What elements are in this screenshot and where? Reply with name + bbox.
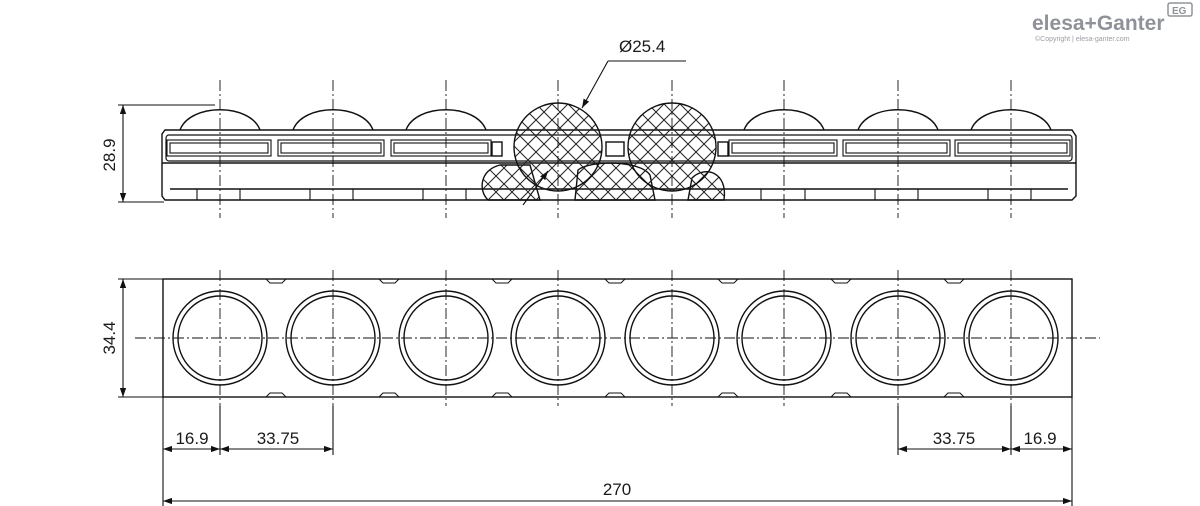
edge-left-label: 16.9 [175, 429, 208, 448]
top-centerlines [135, 270, 1100, 406]
height-label: 28.9 [100, 138, 119, 171]
ball-diameter-label: Ø25.4 [619, 37, 665, 56]
edge-notches [265, 278, 965, 398]
edge-right-label: 16.9 [1023, 429, 1056, 448]
brand-name: elesa+Ganter [1032, 12, 1165, 35]
ball-caps [179, 109, 1052, 131]
width-dimension [118, 278, 163, 398]
brand-badge-frame [1167, 2, 1193, 17]
width-label: 34.4 [100, 321, 119, 354]
retainer-windows [166, 139, 1071, 157]
total-length-label: 270 [603, 480, 631, 499]
brand-logo: elesa+Ganter EG ©Copyright | elesa-gante… [1032, 2, 1193, 43]
brand-badge: EG [1172, 6, 1187, 17]
length-dimensions [162, 397, 1073, 506]
ball-diameter-leader [522, 60, 686, 206]
pitch-left-label: 33.75 [257, 429, 300, 448]
side-centerlines [219, 80, 1012, 218]
side-view [161, 102, 1077, 201]
brand-copyright: ©Copyright | elesa-ganter.com [1035, 35, 1130, 43]
pitch-right-label: 33.75 [933, 429, 976, 448]
height-dimension [118, 104, 215, 203]
bottom-slots [196, 189, 1032, 200]
